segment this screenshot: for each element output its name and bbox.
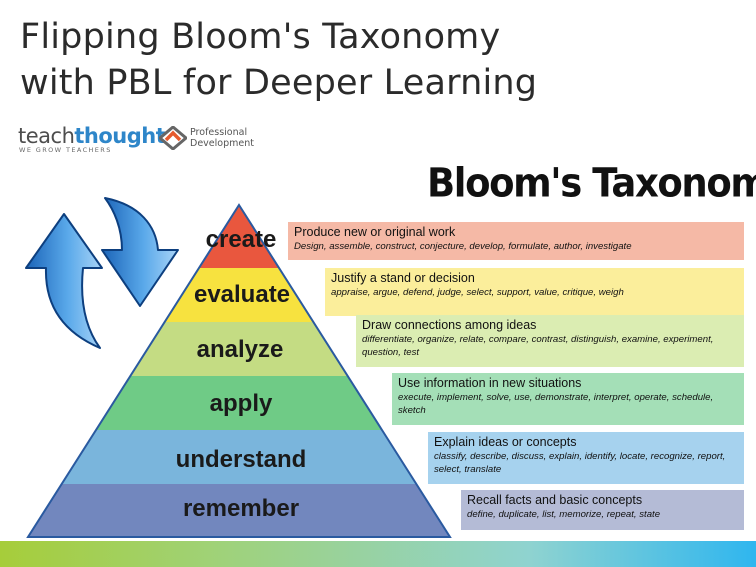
up-arrow-icon <box>25 213 103 349</box>
page-title-line-2: with PBL for Deeper Learning <box>20 63 538 103</box>
pyramid-band-remember <box>28 484 450 537</box>
level-label-understand: understand <box>175 446 307 473</box>
pyramid-bands <box>28 205 450 537</box>
level-label-remember: remember <box>182 495 300 522</box>
description-verbs: classify, describe, discuss, explain, id… <box>434 451 726 475</box>
pyramid-band-analyze <box>130 322 348 376</box>
pyramid-band-create <box>198 205 280 268</box>
description-heading: Produce new or original work <box>294 225 456 239</box>
description-verbs: Design, assemble, construct, conjecture,… <box>294 241 632 252</box>
brand-word-teach: teach <box>18 124 75 148</box>
pyramid-band-apply <box>96 376 382 430</box>
description-box-evaluate: Justify a stand or decision appraise, ar… <box>325 268 744 316</box>
description-heading: Draw connections among ideas <box>362 318 537 332</box>
description-box-remember: Recall facts and basic concepts define, … <box>461 490 744 530</box>
pyramid-outline <box>26 203 452 538</box>
description-box-understand: Explain ideas or concepts classify, desc… <box>428 432 744 484</box>
pyramid-band-evaluate <box>164 268 314 322</box>
description-heading: Recall facts and basic concepts <box>467 493 643 507</box>
page-title-line-1: Flipping Bloom's Taxonomy <box>20 17 501 57</box>
bottom-color-band <box>0 541 756 567</box>
brand-wordmark: teachthought <box>18 124 166 148</box>
brand-pd-line-2: Development <box>190 138 254 149</box>
brand-word-thought: thought <box>74 124 166 148</box>
page-title: Flipping Bloom's Taxonomy with PBL for D… <box>20 14 740 106</box>
description-box-apply: Use information in new situations execut… <box>392 373 744 425</box>
diagram-title: Bloom's Taxonomy <box>427 160 756 207</box>
description-box-create: Produce new or original work Design, ass… <box>288 222 744 260</box>
pyramid-band-understand <box>61 430 417 484</box>
description-heading: Use information in new situations <box>398 376 582 390</box>
level-label-create: create <box>205 226 277 253</box>
chevron-diamond-icon <box>159 126 187 150</box>
description-verbs: appraise, argue, defend, judge, select, … <box>331 287 624 298</box>
description-verbs: define, duplicate, list, memorize, repea… <box>467 509 661 520</box>
brand-pd-line-1: Professional <box>190 127 248 138</box>
level-label-evaluate: evaluate <box>193 281 291 308</box>
level-label-apply: apply <box>209 390 273 417</box>
description-verbs: differentiate, organize, relate, compare… <box>362 334 714 358</box>
description-box-analyze: Draw connections among ideas differentia… <box>356 315 744 367</box>
brand-logo[interactable]: teachthought WE GROW TEACHERS Profession… <box>18 124 278 156</box>
description-heading: Explain ideas or concepts <box>434 435 577 449</box>
brand-program: Professional Development <box>190 127 254 149</box>
description-heading: Justify a stand or decision <box>331 271 475 285</box>
down-arrow-icon <box>101 197 179 307</box>
level-label-analyze: analyze <box>196 336 284 363</box>
brand-tagline: WE GROW TEACHERS <box>19 146 112 154</box>
description-verbs: execute, implement, solve, use, demonstr… <box>398 392 714 416</box>
